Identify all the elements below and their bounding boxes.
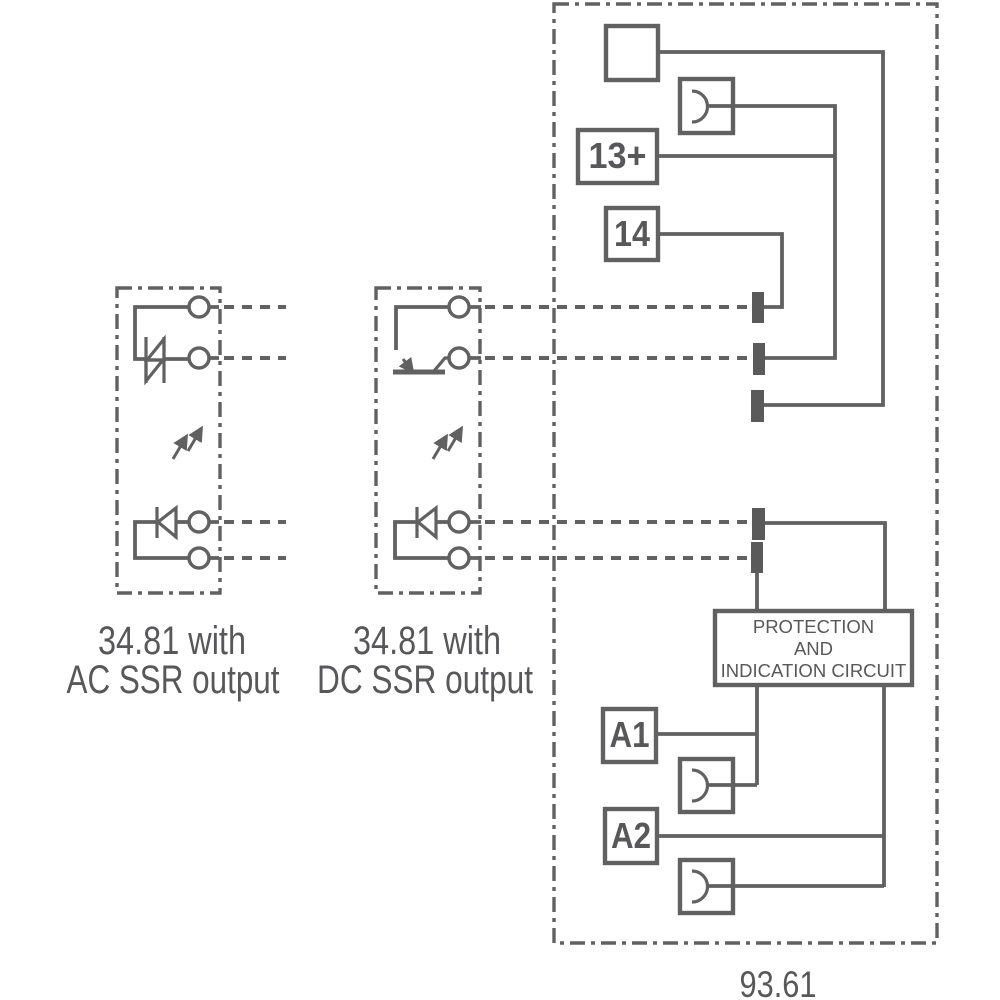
ac-pin-terminal [187,295,211,319]
terminal-a2-box [602,806,660,866]
component-box [603,23,661,83]
terminal-a2-label: A2 [611,815,651,856]
terminal-13-box [575,127,660,186]
socket-pin-terminal-4 [752,508,765,540]
dc-pin-terminal [447,295,471,319]
terminal-14-box [603,205,661,263]
socket-pin-terminal-1 [752,292,764,323]
socket-pin-terminal-5 [751,542,763,573]
socket-pin-terminal-2 [753,343,765,375]
ac-pin-stubs [209,305,219,560]
ac-dashed-leads [224,305,286,560]
protection-label-line1: PROTECTION [753,616,874,637]
protection-label-line3: INDICATION CIRCUIT [721,660,907,681]
dc-ssr-module [374,286,752,595]
ac-input-wire2 [133,520,189,560]
dc-module-caption-line1: 34.81 with [353,619,501,663]
ac-module-caption-line2: AC SSR output [67,658,280,702]
ac-module-caption-line1: 34.81 with [98,619,246,663]
socket-pin-terminal-3 [751,390,764,422]
socket-frame [552,2,939,945]
protection-label-line2: AND [794,638,833,659]
socket-module: 13+ 14 PROTECTION AND INDICATION CIRCUIT… [552,2,939,945]
wire-square-to-pin3 [658,50,885,407]
ac-pin-terminal [187,346,211,370]
wire-14-to-pin1 [658,232,784,309]
light-coupling-arrows-icon [171,425,203,460]
ac-ssr-module [115,286,286,595]
ac-pin-terminal [187,510,211,534]
led-diode-icon [415,504,438,541]
triac-icon [143,334,167,386]
led-diode-icon [155,504,178,541]
dc-pin-stubs [469,305,481,560]
light-coupling-arrows-icon [431,425,463,460]
wire-pin4-to-protection [765,521,887,611]
terminal-a1-label: A1 [610,714,650,755]
terminal-13-label: 13+ [589,135,647,176]
transistor-icon [393,356,449,375]
dc-pin-terminal [447,510,471,534]
terminal-14-label: 14 [614,213,650,254]
ac-module-frame [115,286,222,595]
dc-pin-terminal [447,346,471,370]
dc-module-caption-line2: DC SSR output [317,658,533,702]
ac-output-wire [133,305,189,361]
protection-circuit-box [712,608,915,688]
dc-input-wire2 [393,520,449,560]
dc-pin-terminal [447,546,471,570]
dc-module-frame [374,286,482,595]
ac-pin-terminal [187,546,211,570]
dc-dashed-leads [485,305,752,560]
wire-contact-to-pin2 [707,104,837,360]
socket-model-caption: 93.61 [740,964,817,1000]
dc-output-wire [394,305,449,350]
